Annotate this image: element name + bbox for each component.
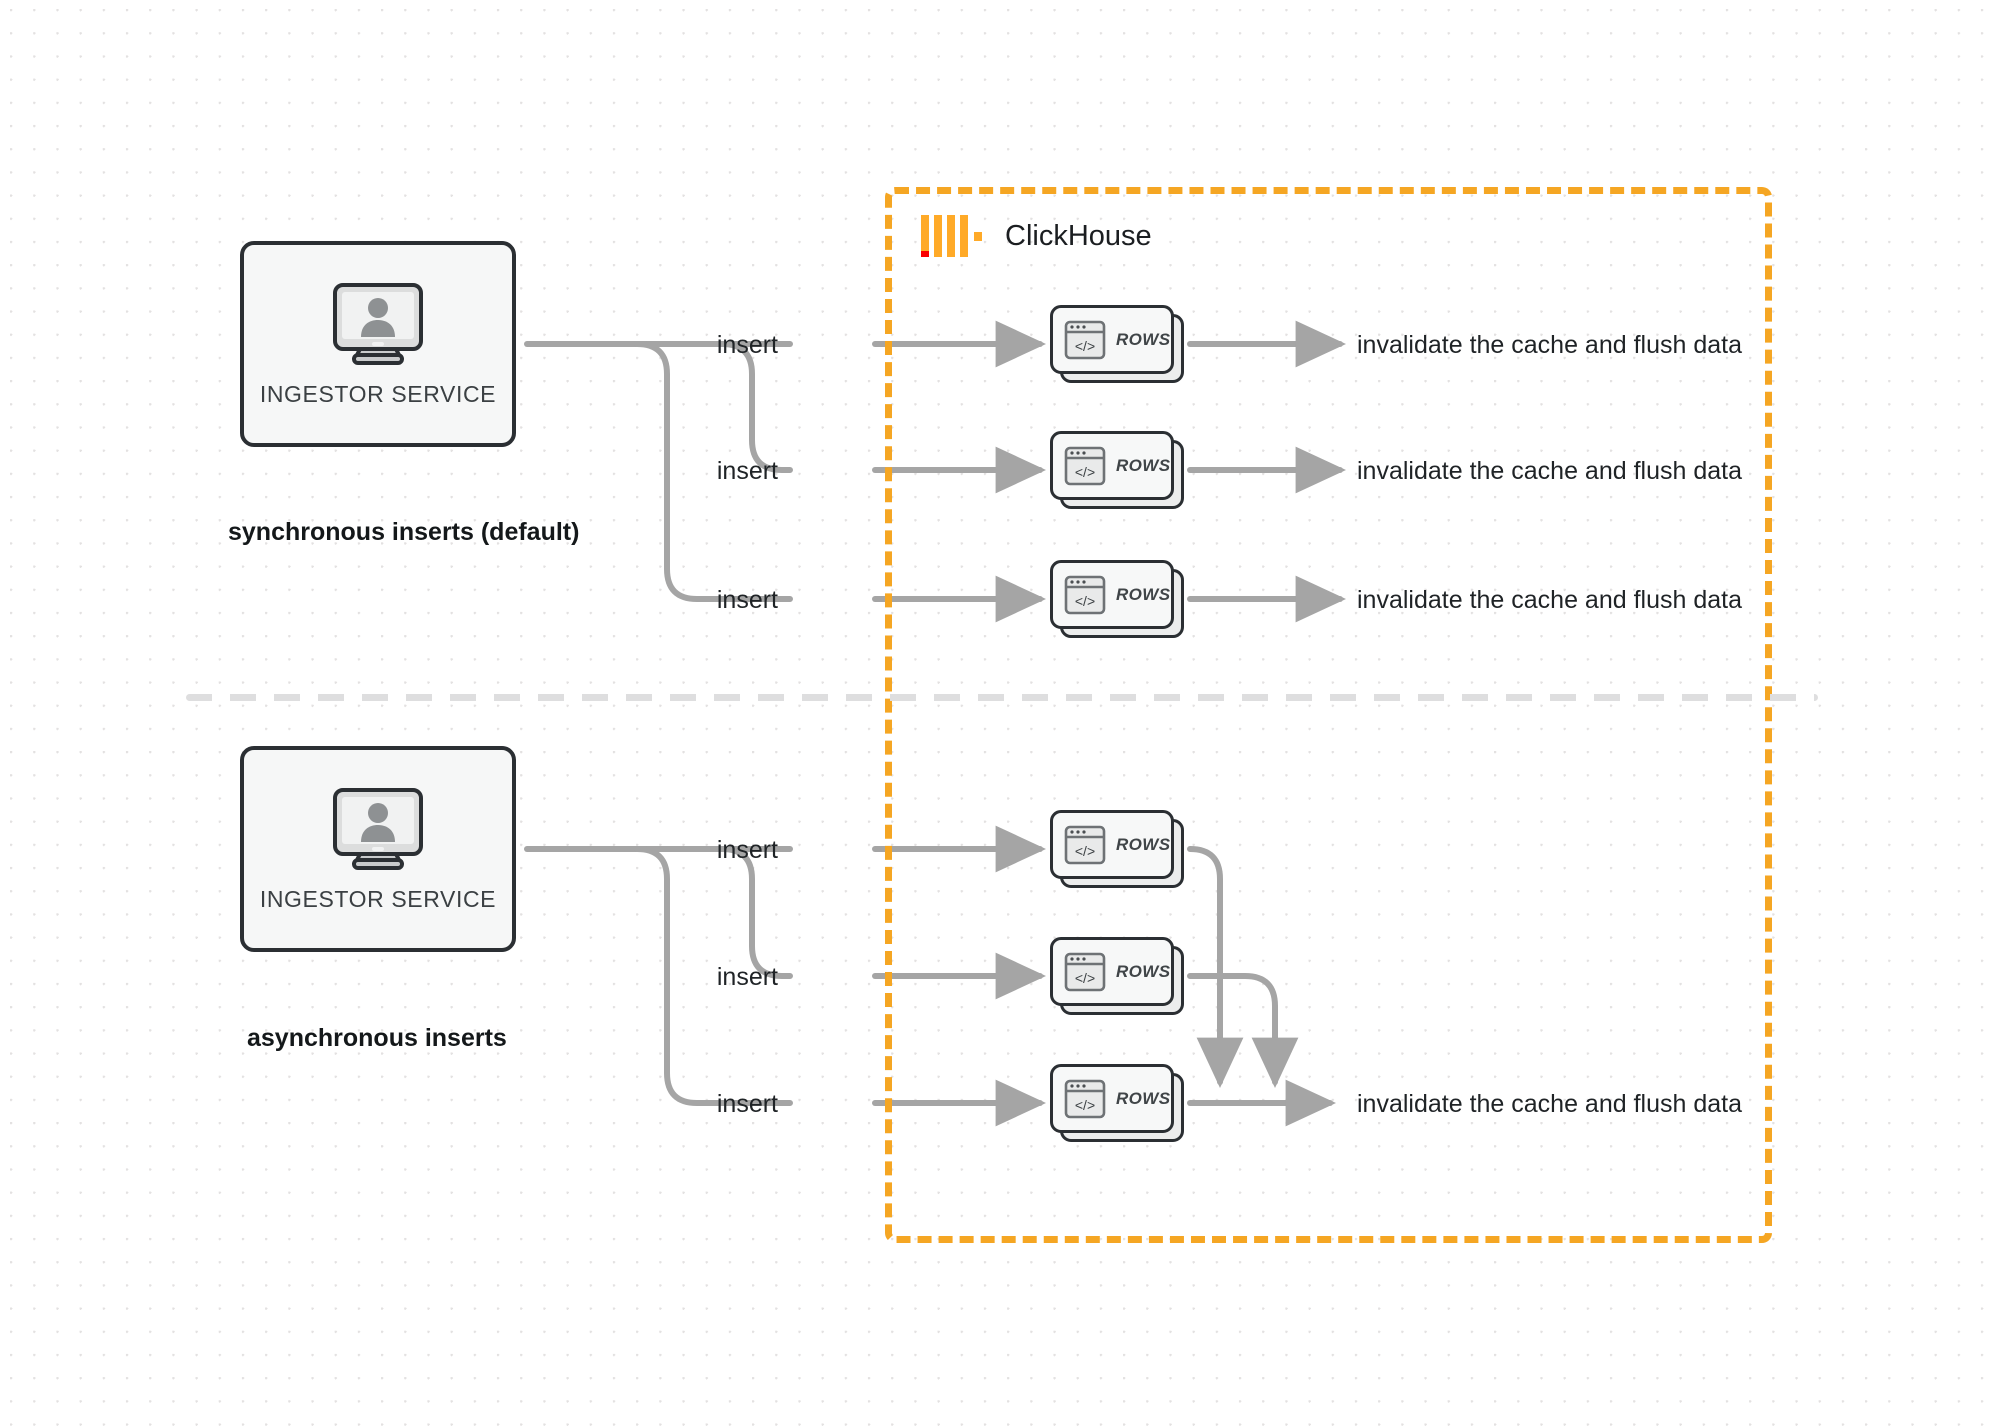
sink-label-async-merged: invalidate the cache and flush data <box>1357 1090 1742 1118</box>
rows-card: </> ROWS <box>1050 1064 1174 1133</box>
code-window-icon: </> <box>1064 952 1106 991</box>
code-window-icon: </> <box>1064 446 1106 485</box>
rows-node-sync-2[interactable]: </> ROWS <box>1050 431 1184 509</box>
insert-label-async-1: insert <box>716 836 778 864</box>
svg-text:</>: </> <box>1075 593 1095 609</box>
monitor-user-icon <box>333 787 423 870</box>
rows-node-async-1[interactable]: </> ROWS <box>1050 810 1184 888</box>
svg-text:</>: </> <box>1075 338 1095 354</box>
rows-card: </> ROWS <box>1050 560 1174 629</box>
monitor-user-icon <box>333 282 423 365</box>
ingestor-service-async[interactable]: INGESTOR SERVICE <box>240 746 516 952</box>
rows-node-sync-1[interactable]: </> ROWS <box>1050 305 1184 383</box>
clickhouse-logo <box>921 215 982 257</box>
sink-label-sync-1: invalidate the cache and flush data <box>1357 331 1742 359</box>
rows-node-label: ROWS <box>1116 961 1171 981</box>
svg-text:</>: </> <box>1075 970 1095 986</box>
section-divider <box>186 694 1818 701</box>
sink-label-sync-2: invalidate the cache and flush data <box>1357 457 1742 485</box>
rows-node-async-3[interactable]: </> ROWS <box>1050 1064 1184 1142</box>
rows-node-label: ROWS <box>1116 1088 1171 1108</box>
rows-node-label: ROWS <box>1116 584 1171 604</box>
rows-card: </> ROWS <box>1050 431 1174 500</box>
ingestor-service-sync[interactable]: INGESTOR SERVICE <box>240 241 516 447</box>
rows-card: </> ROWS <box>1050 305 1174 374</box>
insert-label-async-3: insert <box>716 1090 778 1118</box>
code-window-icon: </> <box>1064 1079 1106 1118</box>
section-label-synchronous: synchronous inserts (default) <box>228 518 580 546</box>
insert-label-async-2: insert <box>716 963 778 991</box>
svg-text:</>: </> <box>1075 464 1095 480</box>
insert-label-sync-1: insert <box>716 331 778 359</box>
clickhouse-name: ClickHouse <box>1005 219 1152 252</box>
code-window-icon: </> <box>1064 320 1106 359</box>
rows-node-label: ROWS <box>1116 834 1171 854</box>
code-window-icon: </> <box>1064 575 1106 614</box>
svg-text:</>: </> <box>1075 843 1095 859</box>
code-window-icon: </> <box>1064 825 1106 864</box>
insert-label-sync-3: insert <box>716 586 778 614</box>
rows-node-sync-3[interactable]: </> ROWS <box>1050 560 1184 638</box>
rows-node-label: ROWS <box>1116 455 1171 475</box>
clickhouse-boundary <box>885 187 1772 1243</box>
rows-card: </> ROWS <box>1050 810 1174 879</box>
rows-card: </> ROWS <box>1050 937 1174 1006</box>
sink-label-sync-3: invalidate the cache and flush data <box>1357 586 1742 614</box>
rows-node-async-2[interactable]: </> ROWS <box>1050 937 1184 1015</box>
svg-text:</>: </> <box>1075 1097 1095 1113</box>
insert-label-sync-2: insert <box>716 457 778 485</box>
rows-node-label: ROWS <box>1116 329 1171 349</box>
ingestor-service-label-sync: INGESTOR SERVICE <box>259 380 497 407</box>
ingestor-service-label-async: INGESTOR SERVICE <box>259 885 497 912</box>
section-label-asynchronous: asynchronous inserts <box>247 1024 507 1052</box>
clickhouse-brand: ClickHouse <box>921 215 1152 257</box>
